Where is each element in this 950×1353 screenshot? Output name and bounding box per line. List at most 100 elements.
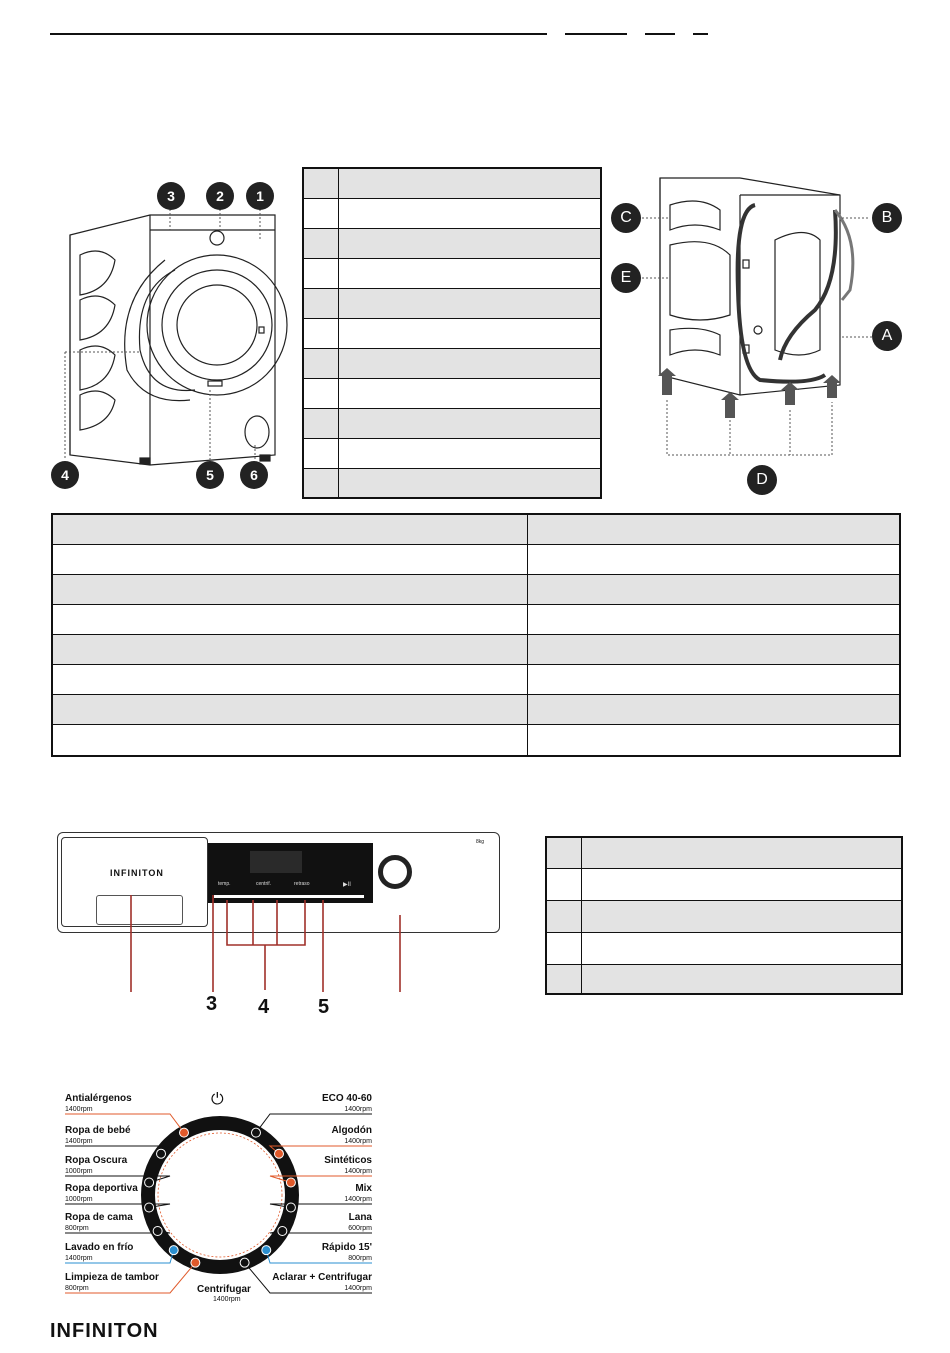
callout-front-4: 4 xyxy=(51,461,79,489)
program-leader-line xyxy=(65,1175,171,1183)
callout-front-5: 5 xyxy=(196,461,224,489)
button-delay[interactable]: retraso xyxy=(294,881,310,887)
program-centrifugar-rpm: 1400rpm xyxy=(213,1296,241,1303)
spec-row xyxy=(53,605,899,635)
program-leader-line xyxy=(269,1175,372,1183)
panel-leader-lines xyxy=(130,895,401,992)
program-leader-line xyxy=(269,1203,372,1208)
header-rule-2 xyxy=(565,33,627,35)
panel-model-label: 8kg xyxy=(476,839,485,845)
spec-table xyxy=(51,513,901,757)
legend-row xyxy=(547,869,901,901)
program-right-rpm: 1400rpm xyxy=(344,1138,372,1145)
program-left-rpm: 1000rpm xyxy=(65,1196,93,1203)
program-dot xyxy=(285,1177,296,1188)
lcd-screen xyxy=(250,851,302,873)
program-leader-line xyxy=(65,1203,171,1208)
spec-row xyxy=(53,575,899,605)
parts-row xyxy=(304,439,600,469)
program-leader-line xyxy=(65,1262,196,1294)
callout-rear-c: C xyxy=(611,203,641,233)
program-right-label: Aclarar + Centrifugar xyxy=(272,1272,372,1283)
program-left-rpm: 1400rpm xyxy=(65,1255,93,1262)
panel-brand-logo: INFINITON xyxy=(110,868,164,878)
legend-row xyxy=(547,965,901,993)
power-icon[interactable]: ⏻ xyxy=(211,1091,224,1108)
program-left-label: Limpieza de tambor xyxy=(65,1272,159,1283)
button-spin[interactable]: centrif. xyxy=(256,881,272,887)
program-left-label: Ropa de cama xyxy=(65,1212,133,1223)
program-dot xyxy=(239,1257,250,1268)
program-right-label: Rápido 15' xyxy=(321,1242,372,1253)
washer-rear-illustration xyxy=(638,177,872,456)
parts-row xyxy=(304,469,600,497)
program-left-rpm: 800rpm xyxy=(65,1225,89,1232)
parts-row xyxy=(304,409,600,439)
program-leader-line xyxy=(244,1262,372,1294)
spec-row xyxy=(53,635,899,665)
program-dot xyxy=(285,1202,296,1213)
display-strip xyxy=(214,895,364,898)
program-right-rpm: 600rpm xyxy=(348,1225,372,1232)
parts-row xyxy=(304,289,600,319)
program-dial-ring xyxy=(141,1116,299,1274)
parts-row xyxy=(304,199,600,229)
legend-row xyxy=(547,901,901,933)
program-left-rpm: 1400rpm xyxy=(65,1138,93,1145)
program-right-label: Algodón xyxy=(331,1125,372,1136)
program-dot xyxy=(144,1202,155,1213)
program-leader-line xyxy=(65,1113,185,1133)
display-panel: temp. centrif. retraso ▶II xyxy=(208,843,373,903)
spec-row xyxy=(53,515,899,545)
button-start-pause[interactable]: ▶II xyxy=(343,882,351,888)
program-leader-line xyxy=(65,1145,172,1155)
program-dot xyxy=(190,1257,201,1268)
program-leader-line xyxy=(65,1250,175,1264)
callout-front-2: 2 xyxy=(206,182,234,210)
parts-row xyxy=(304,259,600,289)
program-dot xyxy=(277,1226,288,1236)
program-right-rpm: 1400rpm xyxy=(344,1285,372,1292)
parts-row xyxy=(304,229,600,259)
detergent-drawer xyxy=(61,837,208,927)
header-rule-4 xyxy=(693,33,708,35)
header-rule-1 xyxy=(50,33,547,35)
spec-row xyxy=(53,695,899,725)
program-left-label: Ropa de bebé xyxy=(65,1125,131,1136)
program-right-label: ECO 40-60 xyxy=(321,1093,372,1104)
dial-leader-lines xyxy=(65,1113,372,1294)
drawer-handle xyxy=(96,895,183,925)
program-dot xyxy=(152,1226,163,1236)
parts-row xyxy=(304,169,600,199)
callout-rear-d: D xyxy=(747,465,777,495)
program-left-rpm: 1000rpm xyxy=(65,1168,93,1175)
program-right-rpm: 1400rpm xyxy=(344,1168,372,1175)
legend-row xyxy=(547,838,901,869)
panel-dial[interactable] xyxy=(378,855,412,889)
spec-row xyxy=(53,725,899,755)
program-right-rpm: 1400rpm xyxy=(344,1196,372,1203)
program-left-rpm: 800rpm xyxy=(65,1285,89,1292)
program-left-label: Lavado en frío xyxy=(65,1242,134,1253)
callout-front-1: 1 xyxy=(246,182,274,210)
program-dot xyxy=(273,1148,284,1159)
callout-rear-e: E xyxy=(611,263,641,293)
legend-row xyxy=(547,933,901,965)
program-left-label: Ropa Oscura xyxy=(65,1155,128,1166)
program-left-rpm: 1400rpm xyxy=(65,1106,93,1113)
program-right-label: Lana xyxy=(348,1212,372,1223)
parts-table xyxy=(302,167,602,499)
button-temp[interactable]: temp. xyxy=(218,881,231,887)
program-dot xyxy=(251,1127,261,1138)
program-left-label: Antialérgenos xyxy=(65,1093,132,1104)
program-dot xyxy=(168,1245,179,1256)
callout-front-3: 3 xyxy=(157,182,185,210)
program-dot xyxy=(156,1148,167,1159)
spec-row xyxy=(53,545,899,575)
program-right-label: Mix xyxy=(355,1183,372,1194)
footer-brand-logo: INFINITON xyxy=(50,1320,159,1342)
header-rule-3 xyxy=(645,33,675,35)
panel-label-3: 3 xyxy=(206,993,218,1015)
panel-label-4: 4 xyxy=(258,996,270,1018)
spec-row xyxy=(53,665,899,695)
